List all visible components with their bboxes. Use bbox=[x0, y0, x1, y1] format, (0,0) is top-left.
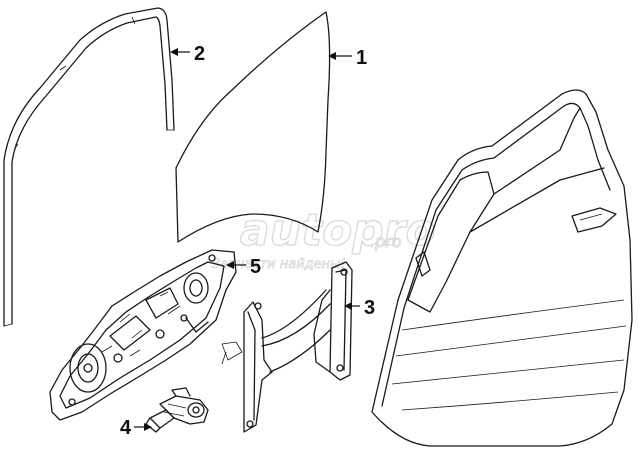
callout-4: 4 bbox=[120, 417, 152, 439]
watermark-logo-text: autopro bbox=[240, 205, 436, 256]
callout-3-label: 3 bbox=[364, 297, 375, 319]
watermark-tld: .pro bbox=[370, 232, 402, 251]
part-5-door-module-panel bbox=[49, 249, 237, 421]
callout-4-label: 4 bbox=[120, 417, 132, 439]
watermark-logo: autopro .pro Запчасти найдены! bbox=[212, 204, 437, 272]
door-shell bbox=[371, 89, 633, 447]
part-4-window-motor bbox=[145, 387, 209, 433]
callout-1: 1 bbox=[328, 47, 367, 69]
part-1-door-glass bbox=[175, 11, 331, 243]
callout-3: 3 bbox=[344, 297, 375, 319]
callout-1-label: 1 bbox=[356, 47, 367, 69]
part-3-window-regulator bbox=[221, 261, 353, 433]
callout-2: 2 bbox=[170, 43, 205, 65]
callout-5: 5 bbox=[226, 256, 261, 278]
part-2-glass-run-channel bbox=[3, 7, 175, 327]
callout-2-label: 2 bbox=[194, 43, 205, 65]
callout-5-label: 5 bbox=[250, 256, 261, 278]
watermark-tagline: Запчасти найдены! bbox=[212, 257, 346, 272]
